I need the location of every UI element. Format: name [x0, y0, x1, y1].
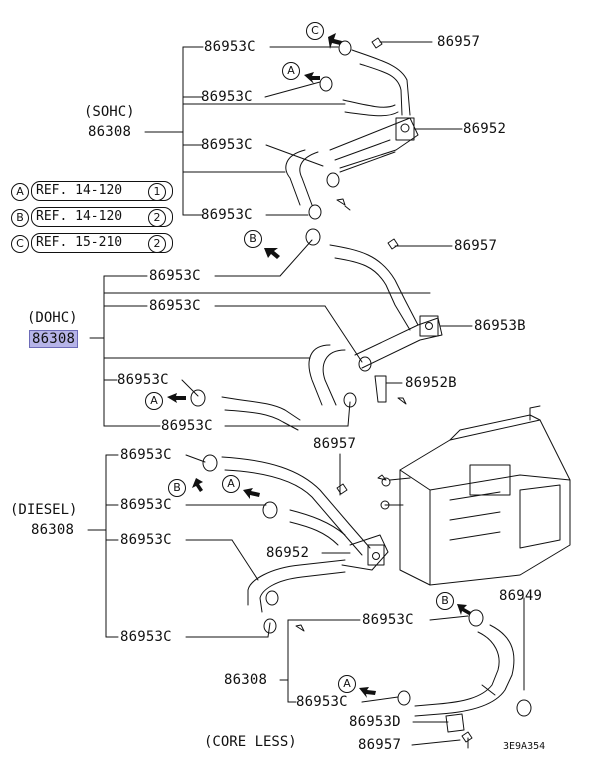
ref-b-box[interactable]: REF. 14-120	[31, 207, 173, 227]
callout-b: B	[168, 479, 186, 497]
part-label[interactable]: 86953B	[474, 318, 526, 334]
ref-c-text: REF. 15-210	[36, 235, 123, 250]
sohc-label: (SOHC)	[84, 104, 135, 120]
part-label[interactable]: 86953C	[201, 137, 253, 153]
ref-b-marker: B	[11, 209, 29, 227]
ref-a-page: 1	[148, 183, 166, 201]
sohc-hoses	[285, 37, 419, 220]
ref-b-page: 2	[148, 209, 166, 227]
part-label[interactable]: 86953C	[120, 532, 172, 548]
diesel-leader-lines	[87, 453, 351, 638]
flow-arrows	[295, 198, 407, 632]
dohc-hoses	[190, 228, 443, 431]
coreless-hoses	[397, 609, 532, 749]
coreless-part-number[interactable]: 86308	[224, 672, 268, 688]
ref-b-text: REF. 14-120	[36, 209, 123, 224]
part-label[interactable]: 86953C	[201, 89, 253, 105]
callout-b: B	[436, 592, 454, 610]
sohc-leader-lines	[144, 41, 463, 216]
part-label[interactable]: 86952	[266, 545, 310, 561]
diesel-label: (DIESEL)	[10, 502, 78, 518]
part-label[interactable]: 86952B	[405, 375, 457, 391]
dohc-part-number[interactable]: 86308	[29, 330, 79, 348]
part-label[interactable]: 86953C	[120, 497, 172, 513]
coreless-leader-lines	[279, 597, 525, 746]
ref-a-marker: A	[11, 183, 29, 201]
part-label[interactable]: 86953C	[201, 207, 253, 223]
heater-unit	[380, 405, 571, 586]
dohc-leader-lines	[89, 239, 473, 427]
drawing-code: 3E9A354	[503, 741, 546, 752]
sohc-part-number[interactable]: 86308	[88, 124, 132, 140]
ref-c-box[interactable]: REF. 15-210	[31, 233, 173, 253]
callout-c: C	[306, 22, 324, 40]
callout-a: A	[145, 392, 163, 410]
part-label[interactable]: 86953C	[296, 694, 348, 710]
ref-c-marker: C	[11, 235, 29, 253]
part-label[interactable]: 86949	[499, 588, 543, 604]
diesel-hoses	[202, 454, 389, 634]
part-label[interactable]: 86957	[454, 238, 498, 254]
part-label[interactable]: 86953C	[117, 372, 169, 388]
part-label[interactable]: 86953C	[149, 268, 201, 284]
part-label[interactable]: 86957	[358, 737, 402, 753]
ref-a-box[interactable]: REF. 14-120	[31, 181, 173, 201]
part-label[interactable]: 86953C	[149, 298, 201, 314]
part-label[interactable]: 86953C	[204, 39, 256, 55]
part-label[interactable]: 86953C	[161, 418, 213, 434]
part-label[interactable]: 86957	[437, 34, 481, 50]
callout-a: A	[338, 675, 356, 693]
part-label[interactable]: 86953D	[349, 714, 401, 730]
ref-c-page: 2	[148, 235, 166, 253]
part-label[interactable]: 86953C	[120, 447, 172, 463]
core-less-label: (CORE LESS)	[204, 734, 297, 750]
callout-a: A	[282, 62, 300, 80]
direction-arrows	[167, 33, 471, 698]
callout-b: B	[244, 230, 262, 248]
part-label[interactable]: 86952	[463, 121, 507, 137]
dohc-label: (DOHC)	[27, 310, 78, 326]
part-label[interactable]: 86953C	[362, 612, 414, 628]
part-label[interactable]: 86957	[313, 436, 357, 452]
ref-a-text: REF. 14-120	[36, 183, 123, 198]
callout-a: A	[222, 475, 240, 493]
diesel-part-number[interactable]: 86308	[31, 522, 75, 538]
part-label[interactable]: 86953C	[120, 629, 172, 645]
